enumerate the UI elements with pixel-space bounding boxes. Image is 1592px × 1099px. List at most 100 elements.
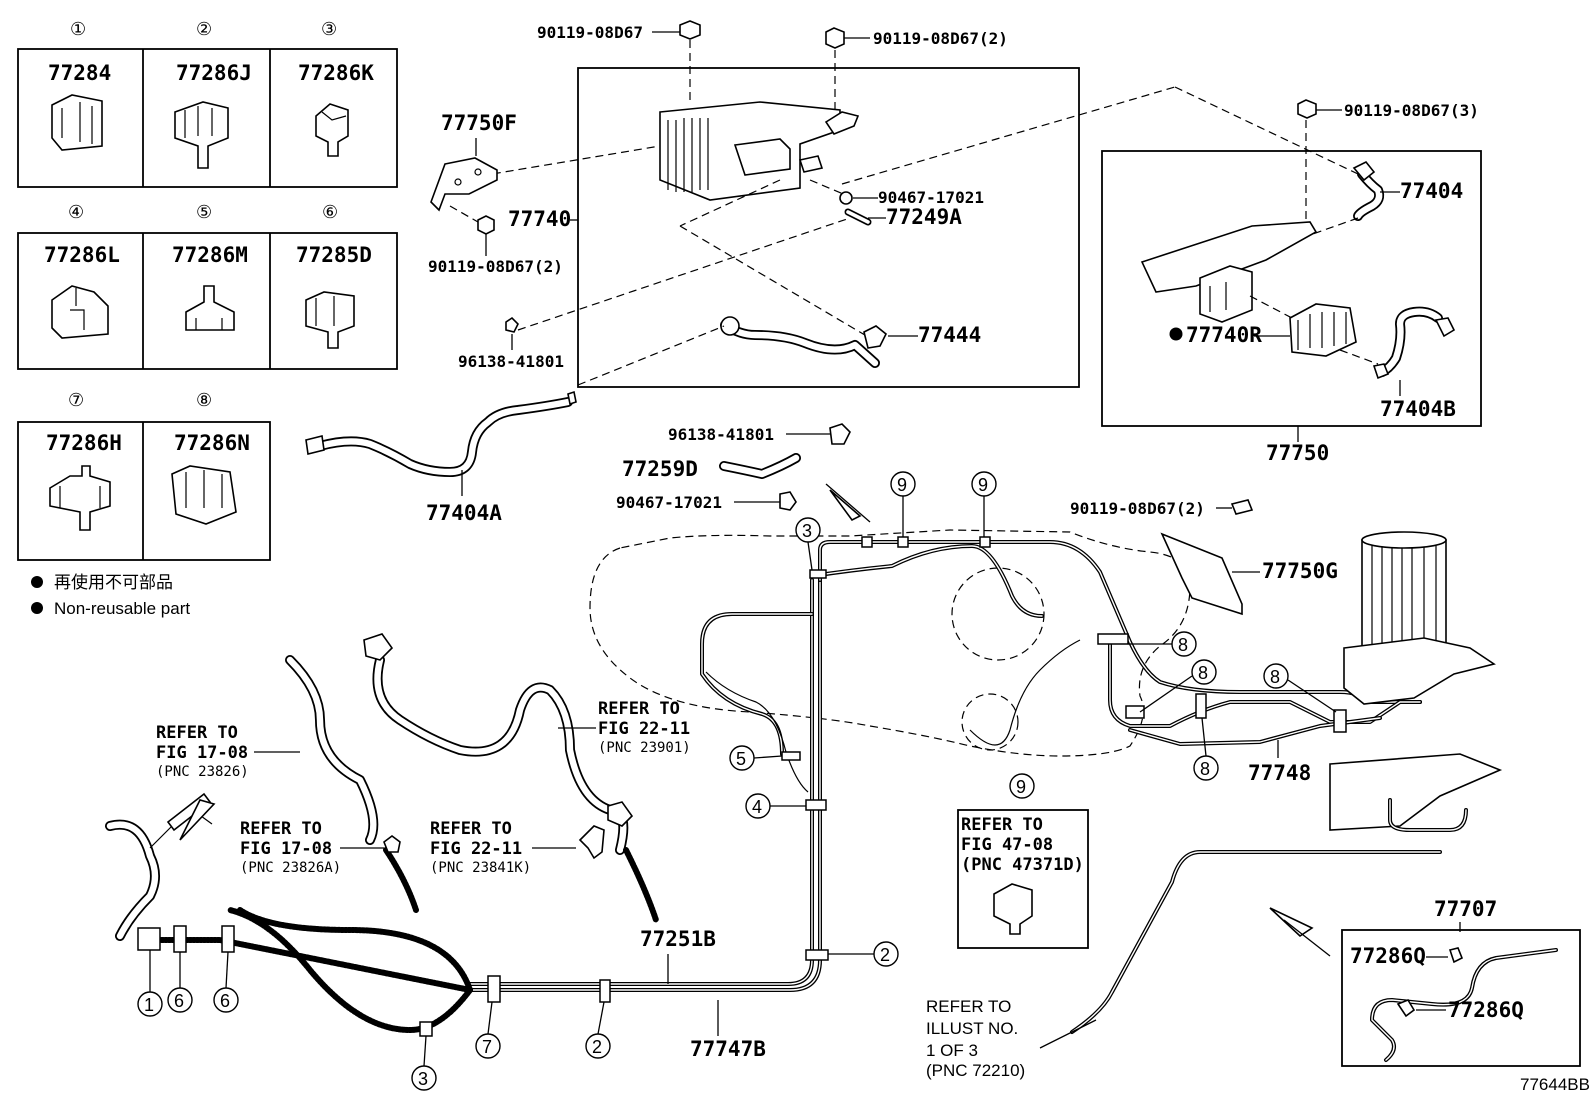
legend-jp: 再使用不可部品 (54, 572, 173, 592)
canister-clip-label: 90467-17021 (878, 188, 984, 207)
clip-4-number: ④ (68, 202, 84, 222)
clip-1-icon (51, 94, 103, 151)
clip-8-icon (171, 465, 237, 525)
clip-4-part-number: 77286L (44, 243, 120, 267)
bracket-icon (430, 157, 498, 212)
canister-group: 90119-08D67 90119-08D67(2) 77740 90467-1… (479, 20, 1359, 388)
bolt-icon (679, 20, 701, 40)
hose-77444-icon (720, 316, 888, 368)
pump-bolt-label: 90119-08D67(3) (1344, 101, 1479, 120)
canister-bolt-top-right-label: 90119-08D67(2) (873, 29, 1008, 48)
ref-fig-22-11k: REFER TO FIG 22-11 (PNC 23841K) (430, 819, 576, 876)
clip-icon (1396, 999, 1416, 1018)
protector-77750g: 90119-08D67(2) 77750G (1070, 499, 1338, 616)
tube-77251b-label: 77251B (640, 927, 716, 951)
ref-illust: REFER TO ILLUST NO. 1 OF 3 (PNC 72210) (926, 997, 1097, 1080)
callout-3: 3 (418, 1069, 428, 1089)
ref-fig-17-08-line3: (PNC 23826) (156, 764, 249, 780)
ref-illust-line4: (PNC 72210) (926, 1061, 1025, 1080)
bullet-icon (31, 576, 43, 588)
clip-5-part-number: 77286M (172, 243, 248, 267)
callout-9: 9 (978, 475, 988, 495)
canister-label: 77740 (508, 207, 571, 231)
pump-77740r-label: 77740R (1186, 323, 1262, 347)
clamp-icon (829, 423, 851, 445)
ref-fig-17-08-line1: REFER TO (156, 723, 238, 743)
sub-77707-clip-2-label: 77286Q (1448, 998, 1524, 1022)
middle-clamp-label: 96138-41801 (668, 425, 774, 444)
ref-fig-47-08-line3: (PNC 47371D) (961, 855, 1084, 875)
bracket-bolt-label: 90119-08D67(2) (428, 257, 563, 276)
hose-77444-label: 77444 (918, 323, 981, 347)
ref-fig-17-08a-line2: FIG 17-08 (240, 839, 332, 859)
callout-6: 6 (220, 991, 230, 1011)
bolt-icon (477, 215, 495, 235)
sub-77707-label: 77707 (1434, 897, 1497, 921)
callout-2: 2 (592, 1037, 602, 1057)
sub-assembly-77707: 77707 77286Q 77286Q (1341, 897, 1581, 1067)
protector-77750g-label: 77750G (1262, 559, 1338, 583)
tube-77748-label: 77748 (1248, 761, 1311, 785)
callout-8: 8 (1178, 635, 1188, 655)
clip-7-icon (49, 465, 111, 531)
clip-1-number: ① (70, 19, 86, 39)
ref-fig-17-08: REFER TO FIG 17-08 (PNC 23826) (156, 723, 300, 780)
callout-8: 8 (1200, 759, 1210, 779)
bullet-icon (31, 602, 43, 614)
clip-6-icon (305, 291, 355, 349)
clip-3-part-number: 77286K (298, 61, 374, 85)
clip-icon (839, 191, 853, 205)
middle-clip-label: 90467-17021 (616, 493, 722, 512)
ref-fig-22-11-line3: (PNC 23901) (598, 740, 691, 756)
hose-77259d-icon (719, 453, 801, 479)
ref-fig-17-08a-line3: (PNC 23826A) (240, 860, 341, 876)
clip-1-part-number: 77284 (48, 61, 111, 85)
main-tubes (105, 483, 1422, 1037)
bracket-77750f: 77750F 90119-08D67(2) 96138-41801 (428, 111, 564, 371)
ref-illust-line2: ILLUST NO. (926, 1019, 1018, 1038)
pump-77740r-icon (1289, 303, 1357, 357)
ref-fig-17-08a: REFER TO FIG 17-08 (PNC 23826A) (240, 819, 401, 876)
bolt-icon (825, 27, 845, 49)
diagram-code: 77644BB (1520, 1075, 1590, 1094)
ref-fig-22-11k-line3: (PNC 23841K) (430, 860, 531, 876)
sub-77707-clip-1-label: 77286Q (1350, 944, 1426, 968)
callout-6: 6 (174, 991, 184, 1011)
bracket-77750f-label: 77750F (441, 111, 517, 135)
hose-77404a-label: 77404A (426, 501, 502, 525)
hose-77404-label: 77404 (1400, 179, 1463, 203)
clip-3-number: ③ (321, 19, 337, 39)
canister-bolt-top-left-label: 90119-08D67 (537, 23, 643, 42)
ref-fig-22-11-line2: FIG 22-11 (598, 719, 690, 739)
callout-8: 8 (1198, 663, 1208, 683)
hose-77249a-label: 77249A (886, 205, 962, 229)
tube-77747b-label: 77747B (690, 1037, 766, 1061)
clip-4-icon (51, 285, 109, 339)
bolt-icon (1297, 99, 1317, 119)
ref-fig-47-08: REFER TO FIG 47-08 (PNC 47371D) (957, 809, 1089, 949)
clip-icon (993, 883, 1033, 935)
callout-3: 3 (802, 521, 812, 541)
hose-77404a: 77404A (305, 390, 577, 525)
ref-illust-line3: 1 OF 3 (926, 1041, 978, 1060)
ref-fig-47-08-line1: REFER TO (961, 815, 1043, 835)
hose-77404b-icon (1372, 306, 1456, 380)
clip-5-icon (185, 285, 235, 331)
ref-fig-22-11-line1: REFER TO (598, 699, 680, 719)
canister-clamp-label: 96138-41801 (458, 352, 564, 371)
callout-9: 9 (897, 475, 907, 495)
ref-fig-22-11k-line2: FIG 22-11 (430, 839, 522, 859)
clip-7-part-number: 77286H (46, 431, 122, 455)
callout-4: 4 (752, 797, 762, 817)
clip-5-number: ⑤ (196, 202, 212, 222)
pump-bracket-icon (1140, 221, 1318, 323)
clamp-icon (505, 316, 519, 333)
hose-77249a-icon (844, 208, 872, 226)
callout-1: 1 (144, 995, 154, 1015)
pump-assembly-label: 77750 (1266, 441, 1329, 465)
callouts: 3 9 9 9 8 8 8 8 5 4 2 (137, 471, 1337, 1091)
clip-6-part-number: 77285D (296, 243, 372, 267)
clip-icon (1448, 947, 1464, 964)
ref-fig-17-08-line2: FIG 17-08 (156, 743, 248, 763)
